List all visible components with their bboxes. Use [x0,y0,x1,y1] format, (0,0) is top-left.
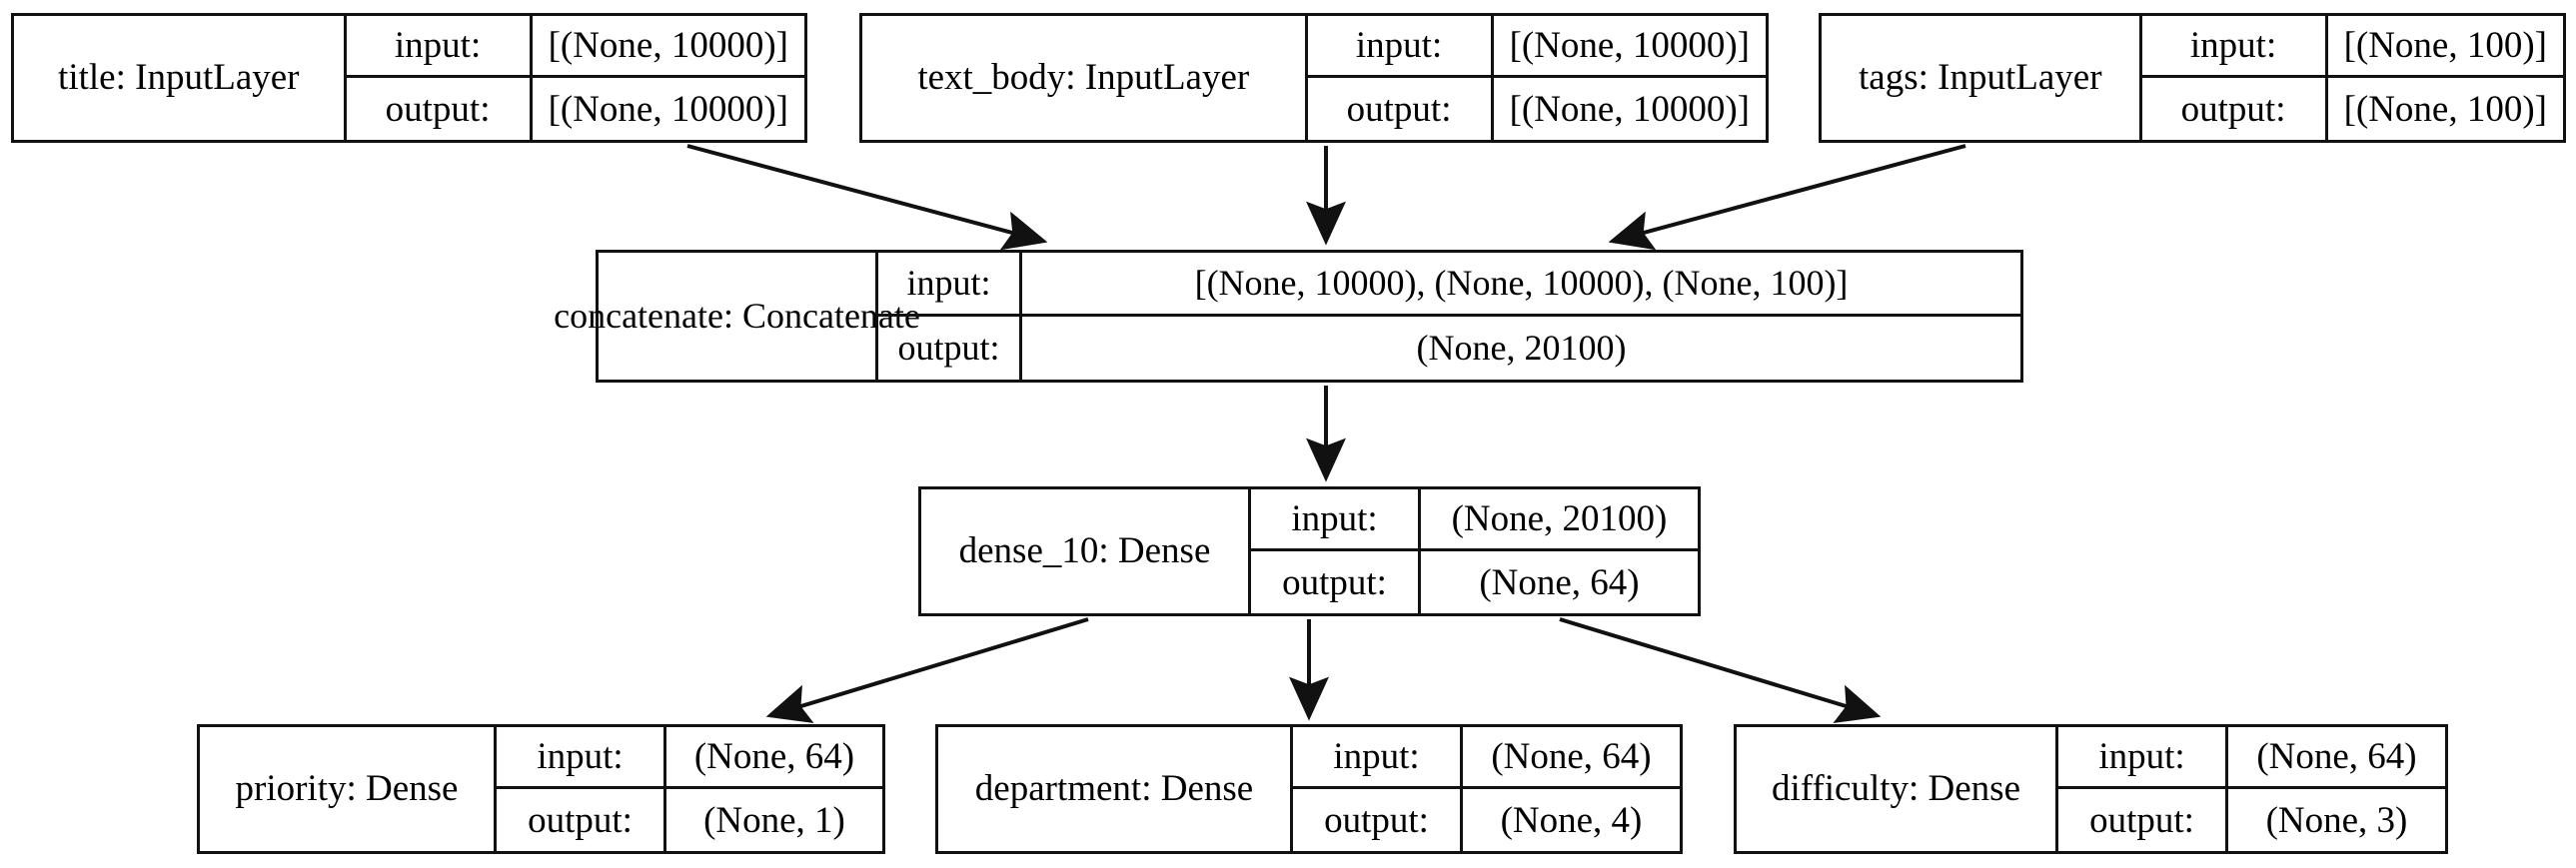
node-tags-output-value: [(None, 100)] [2343,88,2547,130]
node-dense-10-input-row: input: (None, 20100) [1251,489,1698,551]
node-difficulty-output-row: output: (None, 3) [2058,789,2445,851]
node-dense-10-input-value: (None, 20100) [1451,498,1668,539]
node-priority-output-row: output: (None, 1) [497,789,882,851]
node-difficulty-input-row: input: (None, 64) [2058,727,2445,789]
node-concatenate-io-table: input: [(None, 10000), (None, 10000), (N… [878,253,2020,380]
node-text-body-input-row: input: [(None, 10000)] [1307,16,1766,78]
node-title-input-row: input: [(None, 10000)] [346,16,804,78]
node-tags-label: tags: InputLayer [1822,16,2142,140]
node-dense-10[interactable]: dense_10: Dense input: (None, 20100) out… [918,486,1701,616]
node-priority-dense[interactable]: priority: Dense input: (None, 64) output… [197,724,885,854]
node-dense-10-io-table: input: (None, 20100) output: (None, 64) [1251,489,1698,613]
node-difficulty-dense[interactable]: difficulty: Dense input: (None, 64) outp… [1734,724,2448,854]
node-priority-io-table: input: (None, 64) output: (None, 1) [497,727,882,851]
node-concatenate-input-value: [(None, 10000), (None, 10000), (None, 10… [1194,263,1849,304]
node-concatenate-output-value: (None, 20100) [1416,328,1627,369]
node-priority-label: priority: Dense [200,727,497,851]
node-text-body-label: text_body: InputLayer [862,16,1308,140]
node-tags-input-label: input: [2142,16,2328,75]
node-title-io-table: input: [(None, 10000)] output: [(None, 1… [346,16,804,140]
node-text-body-inputlayer[interactable]: text_body: InputLayer input: [(None, 100… [859,13,1769,143]
node-tags-output-row: output: [(None, 100)] [2142,78,2563,140]
node-department-output-value: (None, 4) [1500,799,1643,841]
node-tags-io-table: input: [(None, 100)] output: [(None, 100… [2141,16,2563,140]
node-priority-input-label: input: [497,727,666,786]
edge-dense-to-priority [765,617,1089,724]
node-dense-10-output-label: output: [1251,551,1421,613]
node-department-label: department: Dense [938,727,1293,851]
node-department-input-row: input: (None, 64) [1293,727,1680,789]
node-concatenate-label: concatenate: Concatenate [554,253,920,380]
node-title-label: title: InputLayer [14,16,347,140]
node-concatenate-input-row: input: [(None, 10000), (None, 10000), (N… [878,253,2020,317]
node-department-dense[interactable]: department: Dense input: (None, 64) outp… [935,724,1683,854]
edge-tags-to-concatenate [1608,144,1966,251]
node-department-input-value: (None, 64) [1491,736,1652,777]
node-department-output-label: output: [1293,789,1463,851]
node-tags-input-row: input: [(None, 100)] [2141,16,2563,78]
node-concatenate[interactable]: concatenate: Concatenate input: [(None, … [554,250,2023,383]
node-title-inputlayer[interactable]: title: InputLayer input: [(None, 10000)]… [11,13,807,143]
node-title-output-value: [(None, 10000)] [548,88,788,130]
node-difficulty-input-label: input: [2058,727,2228,786]
node-text-body-output-value: [(None, 10000)] [1509,88,1750,130]
node-priority-output-value: (None, 1) [703,799,845,841]
node-priority-output-label: output: [497,789,666,851]
node-text-body-input-label: input: [1308,16,1494,75]
node-tags-input-value: [(None, 100)] [2343,25,2547,66]
node-dense-10-output-row: output: (None, 64) [1251,551,1698,613]
node-department-output-row: output: (None, 4) [1293,789,1680,851]
node-priority-input-value: (None, 64) [693,736,855,777]
node-concatenate-input-label: input: [878,253,1022,314]
node-difficulty-input-value: (None, 64) [2256,736,2417,777]
node-department-io-table: input: (None, 64) output: (None, 4) [1293,727,1680,851]
node-text-body-input-value: [(None, 10000)] [1509,25,1750,66]
node-text-body-io-table: input: [(None, 10000)] output: [(None, 1… [1307,16,1766,140]
node-title-input-value: [(None, 10000)] [548,25,788,66]
node-dense-10-label: dense_10: Dense [921,489,1251,613]
node-concatenate-output-row: output: (None, 20100) [878,316,2020,380]
node-dense-10-output-value: (None, 64) [1479,561,1640,603]
node-tags-output-label: output: [2142,78,2328,140]
node-difficulty-label: difficulty: Dense [1737,727,2058,851]
node-tags-inputlayer[interactable]: tags: InputLayer input: [(None, 100)] ou… [1819,13,2566,143]
edge-title-to-concatenate [686,144,1048,251]
edge-dense-to-difficulty [1559,617,1882,723]
node-difficulty-output-label: output: [2058,789,2228,851]
node-dense-10-input-label: input: [1251,489,1421,548]
node-title-output-row: output: [(None, 10000)] [347,78,804,140]
node-difficulty-output-value: (None, 3) [2265,799,2408,841]
node-difficulty-io-table: input: (None, 64) output: (None, 3) [2058,727,2445,851]
node-text-body-output-label: output: [1308,78,1494,140]
node-title-input-label: input: [347,16,533,75]
node-priority-input-row: input: (None, 64) [497,727,882,789]
node-title-output-label: output: [347,78,533,140]
node-concatenate-output-label: output: [878,316,1022,380]
node-department-input-label: input: [1293,727,1463,786]
node-text-body-output-row: output: [(None, 10000)] [1308,78,1766,140]
